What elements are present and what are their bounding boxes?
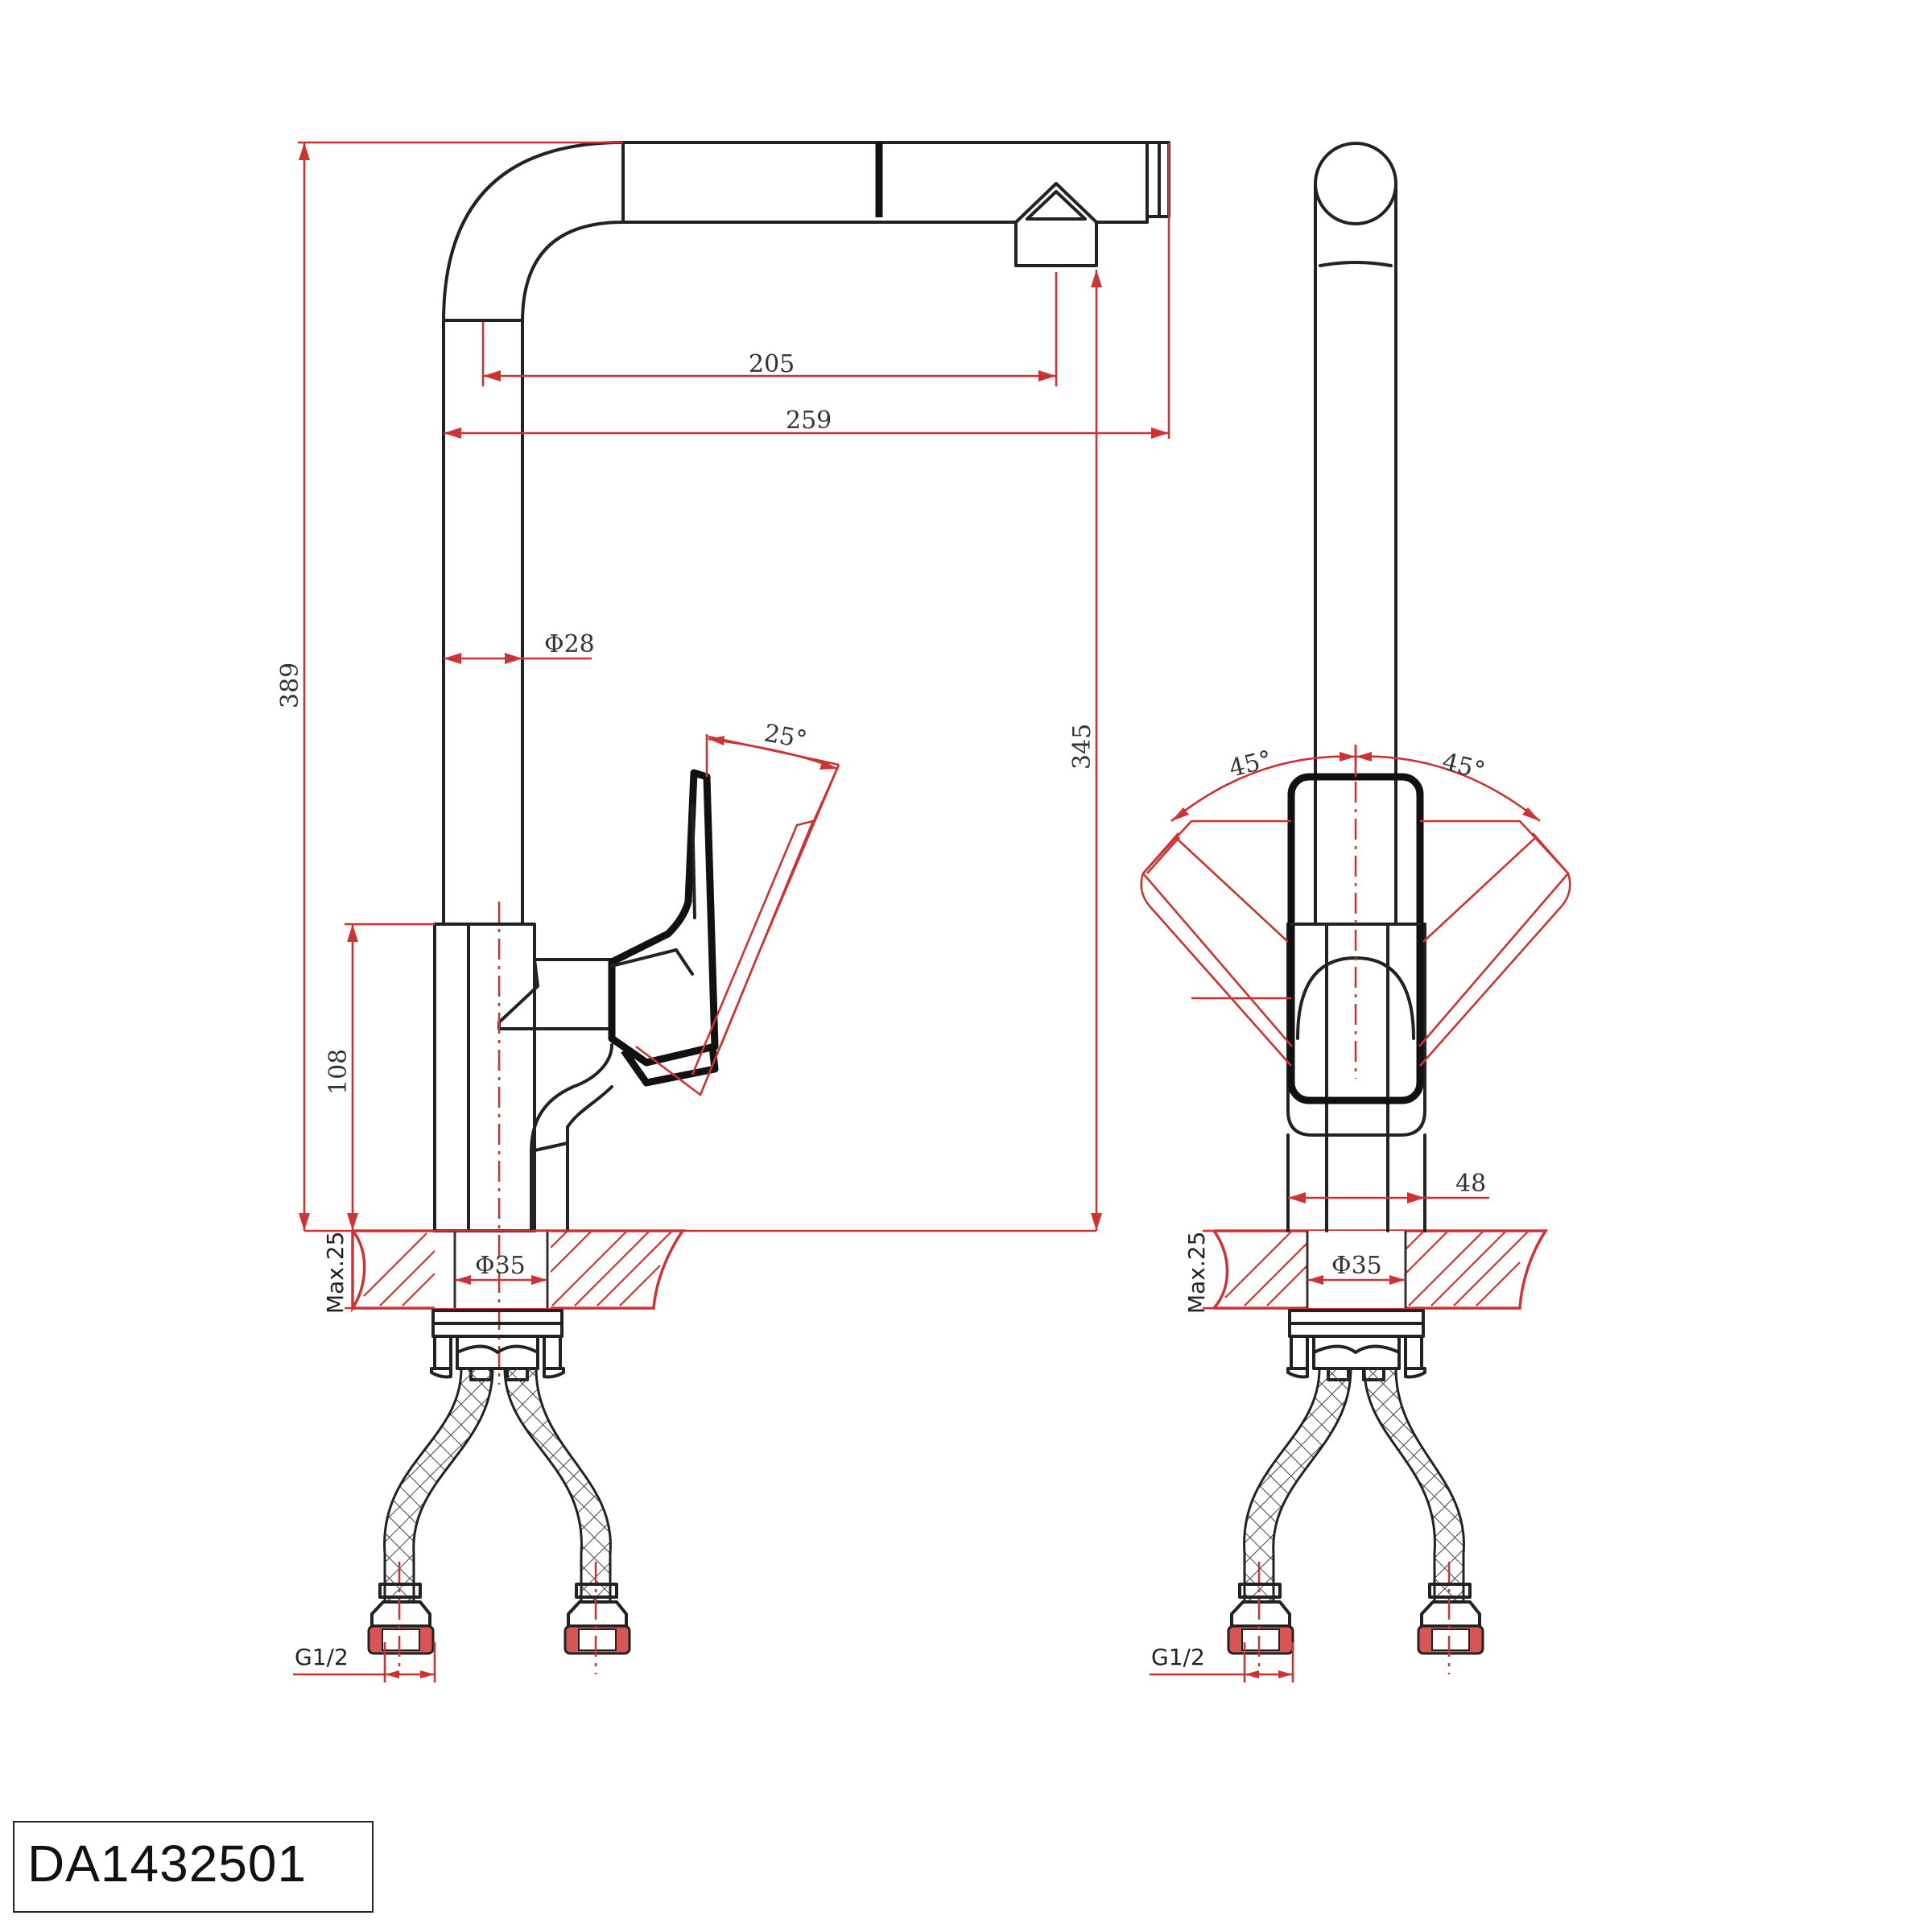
dim-hole-side-group: Φ35 — [455, 1252, 547, 1285]
dim-thread-side: G1/2 — [295, 1644, 349, 1670]
dim-max-deck-front: Max.25 — [1183, 1232, 1210, 1314]
dim-reach-inner: 205 — [749, 350, 795, 378]
dim-hole-front-group: Φ35 — [1307, 1252, 1406, 1285]
front-hoses — [1227, 1368, 1484, 1674]
dim-48-group: 48 — [1288, 1170, 1489, 1203]
dim-lever-angle-right: 45° — [1439, 748, 1488, 786]
dim-tube-diameter-group: Φ28 — [444, 630, 595, 664]
front-countertop-section — [1212, 1229, 1549, 1310]
dim-259-group: 259 — [444, 142, 1170, 439]
side-view: 25° 205 259 389 — [276, 141, 1170, 1682]
front-tube — [1314, 142, 1397, 926]
side-mounting-nut — [430, 1309, 565, 1381]
dim-tube-diameter: Φ28 — [544, 630, 595, 658]
side-body — [433, 923, 613, 1232]
dim-thread-front-group: G1/2 — [1150, 1642, 1294, 1682]
side-lever — [608, 769, 719, 1087]
dim-max-deck-side-group: Max.25 — [322, 1232, 358, 1314]
side-spout — [442, 141, 1170, 926]
dim-spout-height: 345 — [1068, 724, 1096, 770]
dim-reach-overall: 259 — [786, 407, 832, 435]
model-code-box: DA1432501 — [13, 1821, 374, 1913]
dim-thread-front: G1/2 — [1151, 1644, 1205, 1670]
model-code: DA1432501 — [27, 1835, 308, 1893]
dim-345-group: 345 — [304, 270, 1102, 1232]
dim-max-deck-side: Max.25 — [322, 1232, 349, 1314]
dim-body-width: 48 — [1455, 1170, 1486, 1198]
dim-hole-diameter-front: Φ35 — [1331, 1252, 1382, 1280]
dim-108-group: 108 — [324, 923, 435, 1231]
side-hoses — [367, 1368, 631, 1674]
side-lever-angle: 25° — [635, 719, 840, 1097]
side-countertop-section — [351, 1229, 686, 1313]
dim-lever-angle-left: 45° — [1226, 745, 1274, 783]
dim-389-group: 389 — [276, 141, 623, 1231]
front-view: 45° 45° 48 Max.25 Φ35 — [1140, 142, 1571, 1682]
dim-height-overall: 389 — [276, 663, 304, 708]
dim-205-group: 205 — [481, 272, 1058, 386]
dim-body-height: 108 — [324, 1049, 353, 1095]
dim-thread-side-group: G1/2 — [293, 1642, 436, 1682]
front-mounting-nut — [1286, 1309, 1426, 1381]
dim-hole-diameter-side: Φ35 — [475, 1252, 526, 1280]
dim-max-deck-front-group: Max.25 — [1183, 1229, 1214, 1314]
